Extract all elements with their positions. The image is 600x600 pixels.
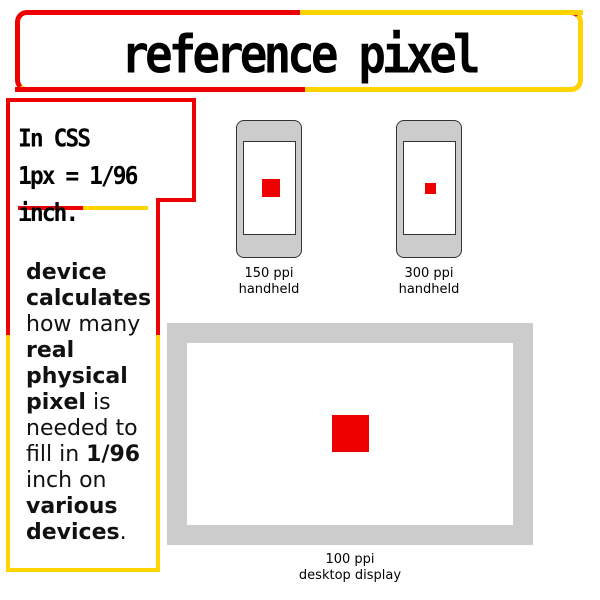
css-definition-note: In CSS 1px = 1/96 inch. <box>18 120 200 232</box>
desktop-display-100ppi <box>167 323 533 545</box>
description-word: how many <box>26 312 141 337</box>
ppi-label: 100 ppi <box>325 552 375 567</box>
description-word: inch on <box>26 468 107 493</box>
description-text: device calculates how many real physical… <box>26 260 156 546</box>
description-word: needed to <box>26 416 138 441</box>
description-word: various <box>26 494 118 519</box>
description-word: is <box>92 390 111 415</box>
description-word: devices <box>26 520 120 545</box>
info-panel-outline <box>6 98 196 572</box>
reference-pixel-square <box>332 415 369 452</box>
device-caption-100ppi: 100 ppi desktop display <box>270 552 430 584</box>
reference-pixel-square <box>425 183 436 194</box>
device-caption-300ppi: 300 ppi handheld <box>349 266 509 298</box>
description-word: real <box>26 338 75 363</box>
device-type-label: handheld <box>238 282 300 297</box>
handheld-device-300ppi <box>396 120 462 258</box>
desktop-screen <box>187 343 513 525</box>
reference-pixel-square <box>262 179 280 197</box>
ppi-label: 150 ppi <box>244 266 294 281</box>
info-panel: In CSS 1px = 1/96 inch. device calculate… <box>0 0 200 600</box>
device-caption-150ppi: 150 ppi handheld <box>189 266 349 298</box>
handheld-device-150ppi <box>236 120 302 258</box>
description-word: physical <box>26 364 128 389</box>
description-word: calculates <box>26 286 152 311</box>
handheld-screen <box>403 141 456 235</box>
css-note-line-2: 1px = 1/96 inch. <box>18 161 138 228</box>
description-word: pixel <box>26 390 86 415</box>
ppi-label: 300 ppi <box>404 266 454 281</box>
page-title: reference pixel <box>121 23 480 86</box>
description-word: fill in <box>26 442 80 467</box>
description-word: device <box>26 260 107 285</box>
description-word: 1/96 <box>86 442 141 467</box>
title-frame: reference pixel <box>15 10 583 92</box>
handheld-screen <box>243 141 296 235</box>
css-note-line-1: In CSS <box>18 124 91 153</box>
device-type-label: handheld <box>398 282 460 297</box>
description-word: . <box>119 520 127 545</box>
device-type-label: desktop display <box>298 568 402 583</box>
